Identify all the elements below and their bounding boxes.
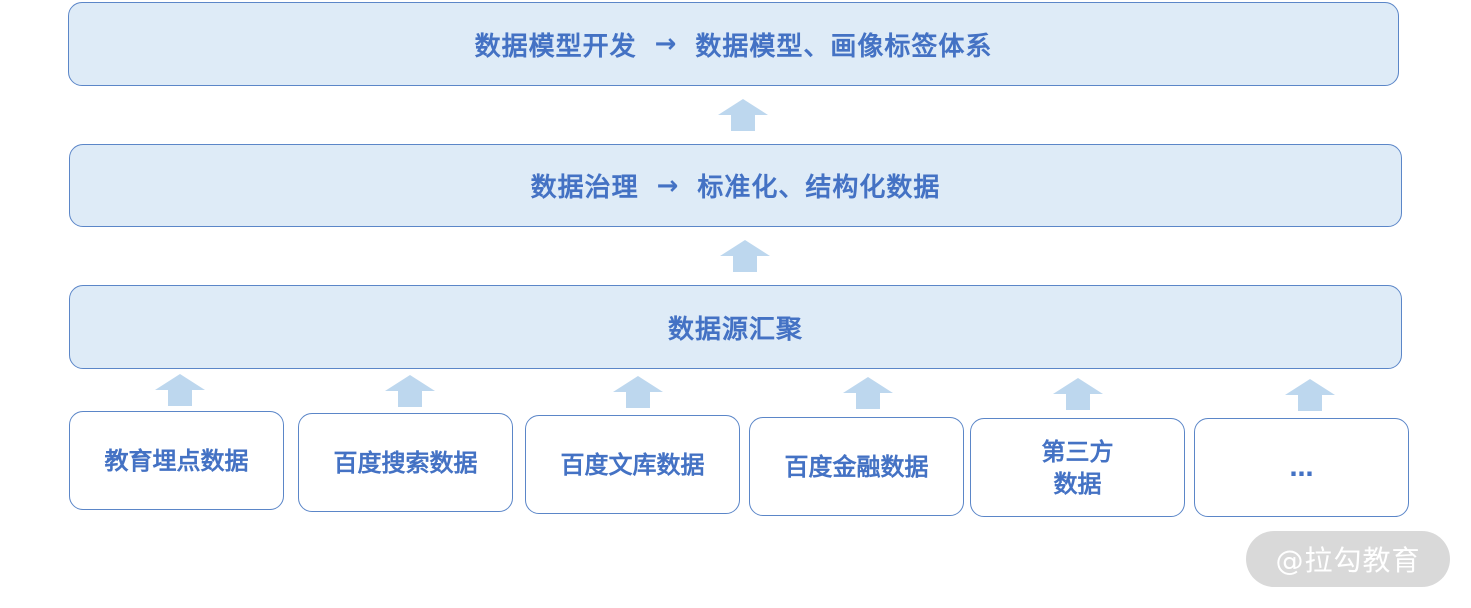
source-baidu-search: 百度搜索数据	[298, 413, 513, 512]
data-model-development-label: 数据模型开发	[474, 31, 637, 62]
source-baidu-library: 百度文库数据	[525, 415, 740, 514]
up-arrow-icon	[720, 240, 770, 272]
up-arrow-icon	[718, 99, 768, 131]
data-governance-label: 数据治理	[530, 173, 639, 203]
structured-data-label: 标准化、结构化数据	[697, 173, 941, 203]
source-baidu-finance: 百度金融数据	[749, 417, 964, 516]
data-model-portrait-label: 数据模型、画像标签体系	[695, 31, 993, 62]
source-third-party: 第三方 数据	[970, 418, 1185, 517]
right-arrow-icon: →	[654, 29, 678, 59]
right-arrow-icon: →	[656, 170, 680, 201]
data-source-aggregation-label: 数据源汇聚	[667, 314, 803, 345]
up-arrow-icon	[843, 377, 893, 409]
data-governance-layer: 数据治理 → 标准化、结构化数据	[69, 144, 1402, 227]
data-model-development-layer: 数据模型开发 → 数据模型、画像标签体系	[68, 2, 1399, 86]
up-arrow-icon	[1053, 378, 1103, 410]
lagou-watermark: @拉勾教育	[1246, 531, 1450, 587]
source-more: …	[1194, 418, 1409, 517]
source-education-tracking: 教育埋点数据	[69, 411, 284, 510]
up-arrow-icon	[385, 375, 435, 407]
up-arrow-icon	[1285, 379, 1335, 411]
data-source-aggregation-layer: 数据源汇聚	[69, 285, 1402, 369]
up-arrow-icon	[155, 374, 205, 406]
up-arrow-icon	[613, 376, 663, 408]
